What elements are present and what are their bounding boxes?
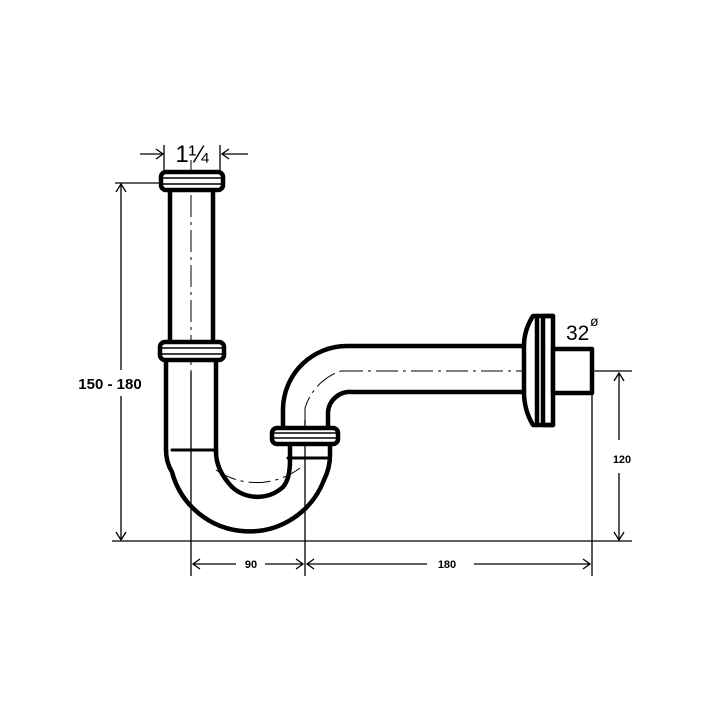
outlet-diameter-dimension: 32 ø (566, 313, 599, 345)
inlet-tube (167, 186, 216, 347)
trap-width-dimension: 90 (191, 558, 305, 571)
trap-width-label: 90 (245, 559, 257, 571)
inlet-diameter-dimension: 1¼ (140, 141, 248, 168)
outlet-height-dimension: 120 (613, 371, 631, 542)
lower-tube (163, 355, 219, 455)
trap-nut-outlet (269, 425, 341, 447)
diameter-symbol: ø (590, 313, 599, 329)
outlet-height-label: 120 (613, 454, 631, 466)
outlet-elbow (280, 343, 528, 431)
inlet-nut-top (158, 169, 226, 193)
inlet-diameter-label: 1¼ (175, 141, 209, 168)
inlet-nut-middle (157, 339, 227, 363)
outlet-length-dimension: 180 (305, 558, 592, 571)
outlet-length-label: 180 (438, 559, 456, 571)
trap-bend (163, 442, 333, 534)
outlet-diameter-label: 32 (566, 322, 589, 345)
outlet-stub (550, 346, 595, 396)
height-dimension: 150 - 180 (78, 182, 142, 542)
wall-rosette (521, 313, 556, 428)
height-range-label: 150 - 180 (78, 376, 141, 393)
